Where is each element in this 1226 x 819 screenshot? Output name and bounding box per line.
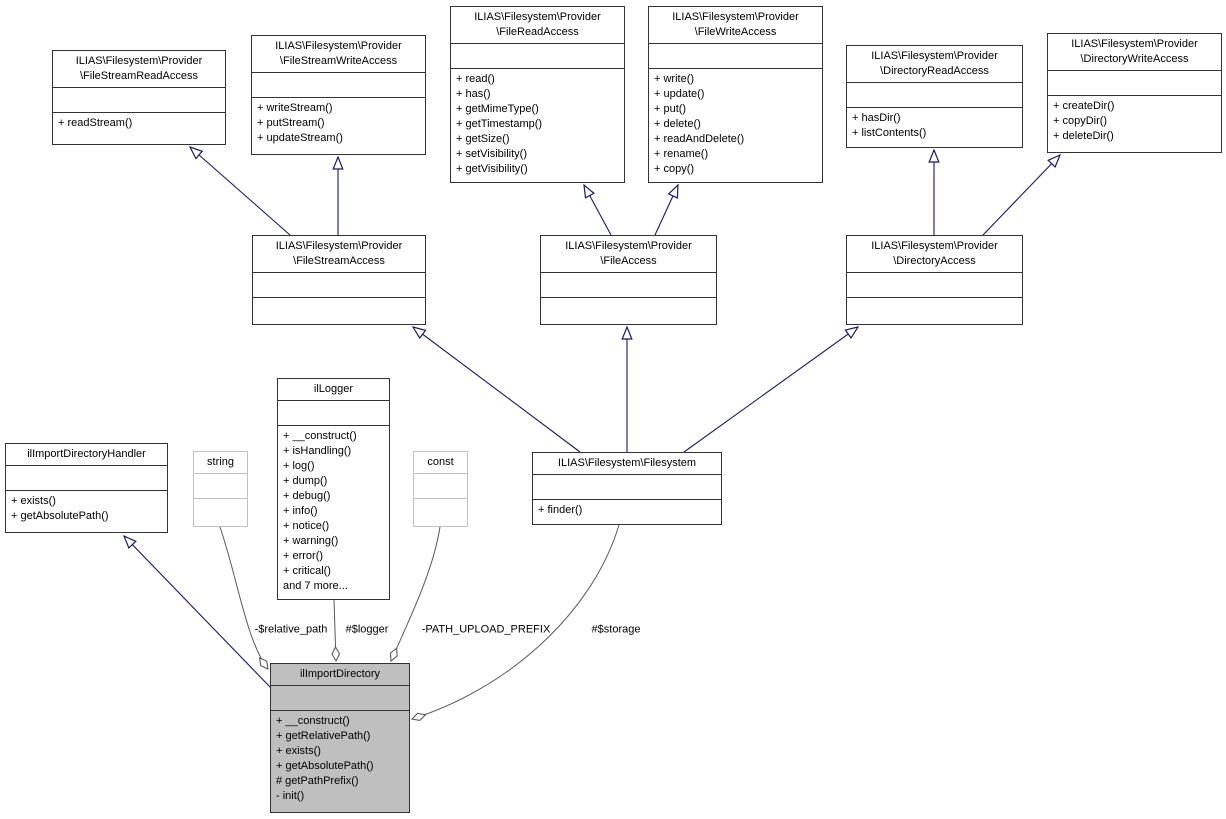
class-title: ILIAS\Filesystem\Provider \FileAccess	[541, 236, 716, 273]
class-box-fileaccess[interactable]: ILIAS\Filesystem\Provider \FileAccess	[540, 235, 717, 325]
edge-label-path-upload-prefix: -PATH_UPLOAD_PREFIX	[421, 623, 551, 636]
class-title: ilImportDirectory	[271, 664, 409, 686]
class-methods: + writeStream() + putStream() + updateSt…	[257, 102, 343, 144]
class-box-filereadaccess[interactable]: ILIAS\Filesystem\Provider \FileReadAcces…	[450, 6, 625, 183]
inheritance-edge-ilimportdirectory-to-ilimportdirectoryhandler	[124, 536, 272, 689]
class-box-ilimportdirectory: ilImportDirectory + __construct() + getR…	[270, 663, 410, 813]
class-box-filestreamwriteaccess[interactable]: ILIAS\Filesystem\Provider \FileStreamWri…	[251, 35, 426, 155]
class-attributes	[252, 73, 425, 98]
class-box-ilimportdirectoryhandler[interactable]: ilImportDirectoryHandler + exists() + ge…	[5, 443, 168, 533]
class-box-directorywriteaccess[interactable]: ILIAS\Filesystem\Provider \DirectoryWrit…	[1047, 33, 1222, 153]
class-box-filestreamreadaccess[interactable]: ILIAS\Filesystem\Provider \FileStreamRea…	[52, 50, 226, 145]
class-title: ILIAS\Filesystem\Provider \FileStreamRea…	[53, 51, 225, 88]
class-attributes	[649, 44, 822, 69]
class-title: ilLogger	[278, 379, 389, 401]
class-title: ilImportDirectoryHandler	[6, 444, 167, 466]
class-attributes	[278, 401, 389, 426]
class-title: ILIAS\Filesystem\Provider \FileWriteAcce…	[649, 7, 822, 44]
edge-label-relative-path: -$relative_path	[254, 623, 328, 636]
inheritance-edge-filestreamaccess-to-filestreamreadaccess	[190, 147, 291, 236]
class-box-filesystem[interactable]: ILIAS\Filesystem\Filesystem + finder()	[532, 452, 722, 525]
class-attributes	[253, 273, 425, 298]
class-methods: + __construct() + getRelativePath() + ex…	[276, 715, 374, 802]
class-methods: + exists() + getAbsolutePath()	[11, 495, 109, 522]
class-attributes	[847, 273, 1022, 298]
aggregation-edge-illogger-logger	[334, 599, 336, 661]
class-attributes	[53, 88, 225, 113]
edge-label-storage: #$storage	[591, 623, 641, 636]
class-methods: + __construct() + isHandling() + log() +…	[283, 430, 357, 592]
class-methods	[414, 499, 467, 526]
class-title: string	[194, 452, 247, 474]
class-attributes	[847, 83, 1022, 108]
inheritance-edge-fileaccess-to-filereadaccess	[584, 185, 612, 236]
aggregation-edge-string-relative-path	[219, 526, 268, 669]
class-box-string: string	[193, 451, 248, 527]
class-title: ILIAS\Filesystem\Provider \FileStreamWri…	[252, 36, 425, 73]
edge-label-logger: #$logger	[345, 623, 389, 636]
class-box-directoryreadaccess[interactable]: ILIAS\Filesystem\Provider \DirectoryRead…	[846, 45, 1023, 148]
class-methods: + createDir() + copyDir() + deleteDir()	[1053, 100, 1115, 142]
class-attributes	[414, 474, 467, 499]
class-methods: + read() + has() + getMimeType() + getTi…	[456, 73, 543, 175]
class-methods	[541, 298, 716, 324]
class-title: ILIAS\Filesystem\Provider \FileReadAcces…	[451, 7, 624, 44]
aggregation-edge-filesystem-storage	[412, 524, 620, 719]
class-title: ILIAS\Filesystem\Provider \FileStreamAcc…	[253, 236, 425, 273]
class-attributes	[541, 273, 716, 298]
aggregation-edge-const-path-upload-prefix	[391, 526, 441, 661]
class-box-filewriteaccess[interactable]: ILIAS\Filesystem\Provider \FileWriteAcce…	[648, 6, 823, 183]
inheritance-edge-filesystem-to-directoryaccess	[683, 327, 858, 453]
inheritance-edge-filesystem-to-filestreamaccess	[413, 327, 581, 453]
class-title: ILIAS\Filesystem\Filesystem	[533, 453, 721, 475]
class-attributes	[533, 475, 721, 500]
inheritance-edge-directoryaccess-to-directorywriteaccess	[982, 155, 1060, 236]
class-methods	[847, 298, 1022, 324]
class-methods: + hasDir() + listContents()	[852, 112, 927, 139]
class-attributes	[194, 474, 247, 499]
class-box-illogger[interactable]: ilLogger + __construct() + isHandling() …	[277, 378, 390, 600]
class-attributes	[1048, 71, 1221, 96]
class-attributes	[6, 466, 167, 491]
inheritance-edge-fileaccess-to-filewriteaccess	[654, 185, 678, 236]
class-attributes	[271, 686, 409, 711]
class-methods: + write() + update() + put() + delete() …	[654, 73, 745, 175]
class-box-const: const	[413, 451, 468, 527]
class-title: const	[414, 452, 467, 474]
class-methods: + finder()	[538, 504, 583, 516]
class-methods: + readStream()	[58, 117, 133, 129]
class-title: ILIAS\Filesystem\Provider \DirectoryRead…	[847, 46, 1022, 83]
class-box-filestreamaccess[interactable]: ILIAS\Filesystem\Provider \FileStreamAcc…	[252, 235, 426, 325]
class-attributes	[451, 44, 624, 69]
class-title: ILIAS\Filesystem\Provider \DirectoryWrit…	[1048, 34, 1221, 71]
class-methods	[194, 499, 247, 526]
class-title: ILIAS\Filesystem\Provider \DirectoryAcce…	[847, 236, 1022, 273]
class-methods	[253, 298, 425, 324]
class-box-directoryaccess[interactable]: ILIAS\Filesystem\Provider \DirectoryAcce…	[846, 235, 1023, 325]
